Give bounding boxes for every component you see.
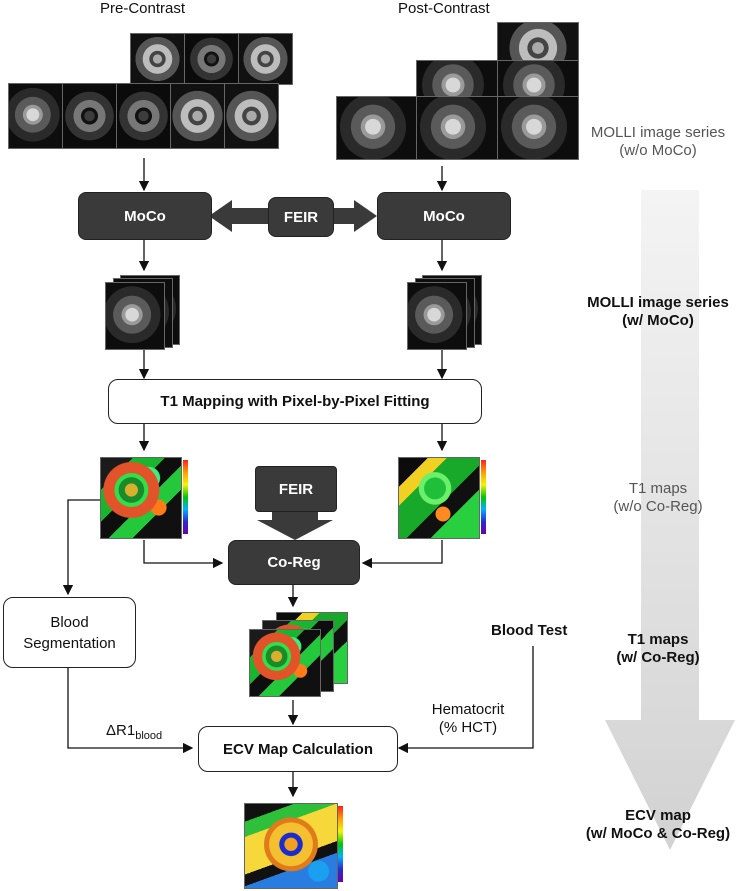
feir-box-mid: FEIR — [255, 466, 337, 512]
t1-mapping-box: T1 Mapping with Pixel-by-Pixel Fitting — [108, 379, 482, 424]
post-contrast-header: Post-Contrast — [398, 0, 490, 17]
blood-segmentation-box: Blood Segmentation — [3, 597, 136, 668]
feir-down-arrow-icon — [257, 510, 333, 540]
progression-arrow-icon — [605, 190, 735, 850]
side-label-molli-with-moco: MOLLI image series(w/ MoCo) — [587, 294, 729, 329]
hematocrit-label: Hematocrit(% HCT) — [431, 701, 505, 736]
feir-box-top: FEIR — [268, 197, 334, 237]
blood-test-label: Blood Test — [491, 622, 568, 639]
pre-contrast-header: Pre-Contrast — [100, 0, 186, 17]
ecv-map-calculation-box: ECV Map Calculation — [198, 726, 398, 772]
side-label-t1-without-coreg: T1 maps(w/o Co-Reg) — [613, 480, 703, 515]
side-label-molli-without-moco: MOLLI image series(w/o MoCo) — [590, 124, 726, 159]
co-reg-box: Co-Reg — [228, 540, 360, 585]
side-label-ecv-map: ECV map(w/ MoCo & Co-Reg) — [585, 807, 731, 842]
moco-box-left: MoCo — [78, 192, 212, 240]
delta-r1-blood-label: ΔR1blood — [106, 722, 163, 742]
moco-box-right: MoCo — [377, 192, 511, 240]
side-label-t1-with-coreg: T1 maps(w/ Co-Reg) — [616, 631, 700, 666]
